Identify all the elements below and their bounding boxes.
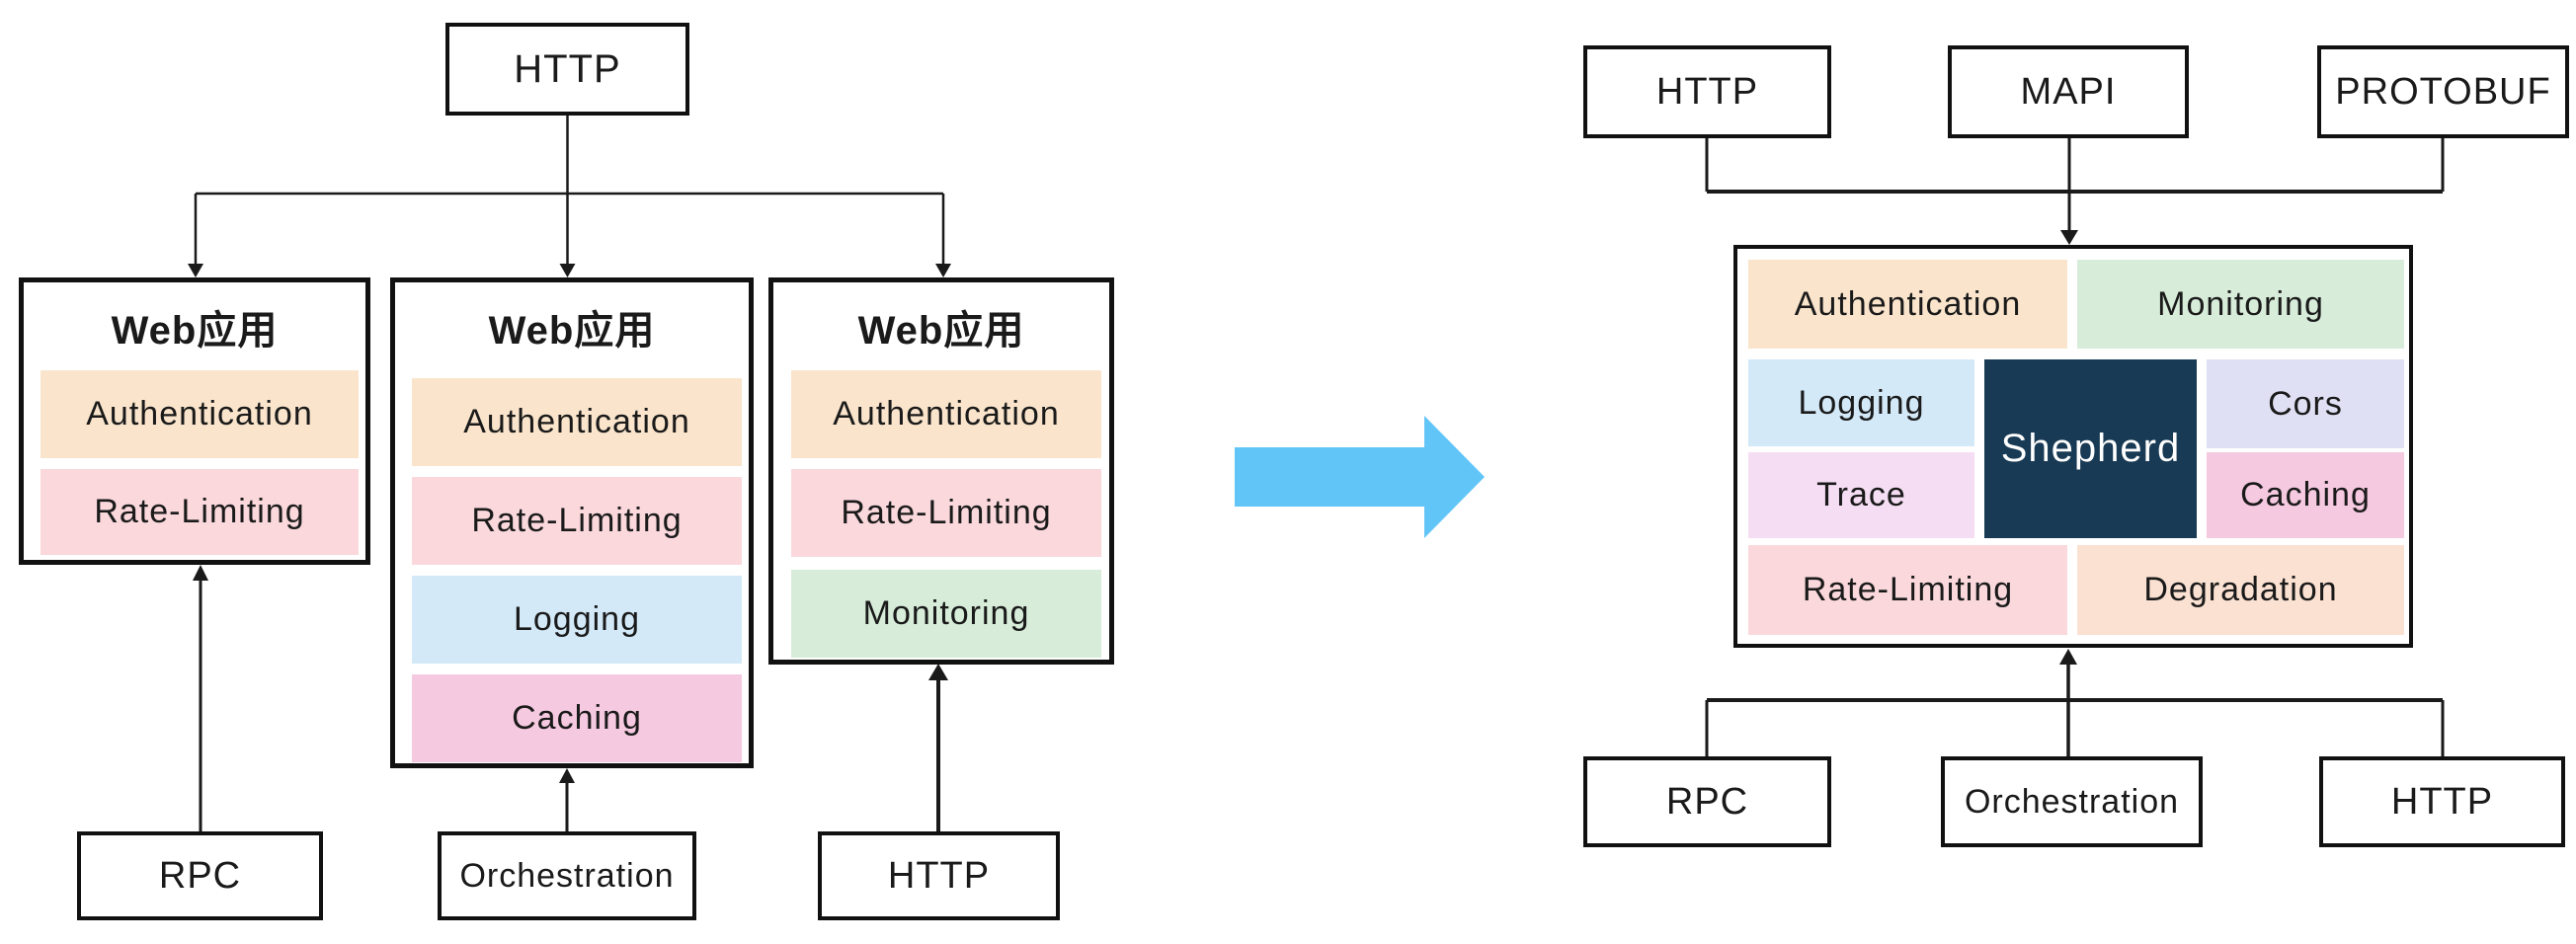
- right-rpc-box: RPC: [1583, 756, 1831, 847]
- web-app-box-1: Web应用 Authentication Rate-Limiting: [19, 277, 370, 565]
- middleware-cell-logging: Logging: [412, 576, 742, 664]
- middleware-cell-monitoring: Monitoring: [791, 570, 1101, 658]
- middleware-cell-authentication: Authentication: [791, 370, 1101, 458]
- core-cell-trace: Trace: [1748, 452, 1974, 538]
- right-http-top-label: HTTP: [1655, 70, 1759, 113]
- web-app-box-2: Web应用 Authentication Rate-Limiting Loggi…: [390, 277, 754, 768]
- right-rpc-label: RPC: [1665, 780, 1749, 823]
- web-app-box-3: Web应用 Authentication Rate-Limiting Monit…: [768, 277, 1114, 665]
- web-app-2-title: Web应用: [488, 309, 656, 353]
- core-cell-rate-limiting: Rate-Limiting: [1748, 545, 2067, 635]
- right-protobuf-label: PROTOBUF: [2335, 70, 2551, 113]
- arrowhead-app3-icon: [935, 264, 951, 277]
- middleware-cell-authentication: Authentication: [412, 378, 742, 466]
- left-http-bottom-box: HTTP: [818, 831, 1060, 920]
- web-app-3-title: Web应用: [857, 309, 1025, 353]
- middleware-cell-authentication: Authentication: [40, 370, 359, 458]
- core-cell-caching: Caching: [2207, 452, 2404, 538]
- shepherd-core-box: Authentication Monitoring Logging Trace …: [1733, 245, 2413, 648]
- left-orchestration-label: Orchestration: [459, 856, 675, 895]
- right-orchestration-label: Orchestration: [1964, 782, 2180, 821]
- arrowhead-core-top-icon: [2060, 230, 2078, 245]
- right-mapi-label: MAPI: [2020, 70, 2117, 113]
- left-top-http-label: HTTP: [514, 46, 621, 91]
- arrowhead-orchestration-icon: [559, 768, 575, 783]
- shepherd-core-label: Shepherd: [1984, 359, 2197, 538]
- core-cell-logging: Logging: [1748, 359, 1974, 446]
- core-cell-monitoring: Monitoring: [2077, 260, 2404, 349]
- core-cell-degradation: Degradation: [2077, 545, 2404, 635]
- middleware-cell-rate-limiting: Rate-Limiting: [791, 469, 1101, 557]
- arrowhead-rpc-icon: [193, 565, 208, 581]
- web-app-1-title: Web应用: [111, 309, 279, 353]
- right-http-top-box: HTTP: [1583, 45, 1831, 138]
- right-protobuf-box: PROTOBUF: [2317, 45, 2569, 138]
- arrowhead-core-bottom-icon: [2059, 649, 2077, 665]
- right-http-bottom-label: HTTP: [2390, 780, 2494, 823]
- arrowhead-app1-icon: [188, 264, 203, 277]
- left-rpc-box: RPC: [77, 831, 323, 920]
- right-http-bottom-box: HTTP: [2319, 756, 2565, 847]
- left-http-bottom-label: HTTP: [887, 854, 991, 897]
- right-mapi-box: MAPI: [1948, 45, 2189, 138]
- arrowhead-http-bottom-icon: [928, 664, 948, 680]
- left-top-http-box: HTTP: [445, 23, 689, 116]
- arrowhead-app2-icon: [559, 264, 576, 277]
- right-orchestration-box: Orchestration: [1941, 756, 2203, 847]
- core-cell-authentication: Authentication: [1748, 260, 2067, 349]
- left-rpc-label: RPC: [158, 854, 242, 897]
- middleware-cell-caching: Caching: [412, 674, 742, 762]
- left-orchestration-box: Orchestration: [438, 831, 696, 920]
- middleware-cell-rate-limiting: Rate-Limiting: [412, 477, 742, 565]
- transform-arrow-icon: [1235, 416, 1485, 538]
- middleware-cell-rate-limiting: Rate-Limiting: [40, 469, 359, 555]
- core-cell-cors: Cors: [2207, 359, 2404, 448]
